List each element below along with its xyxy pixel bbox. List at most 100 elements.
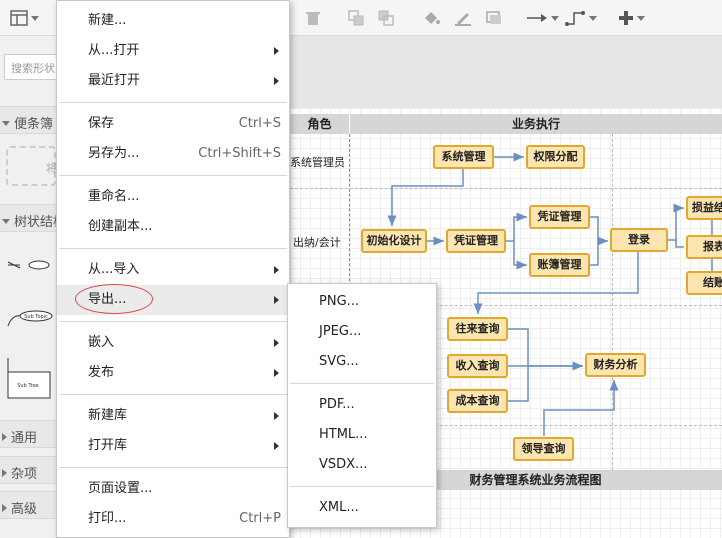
menu-item-embed[interactable]: 嵌入: [57, 328, 289, 358]
menu-separator: [59, 467, 287, 468]
lane-separator-1: [290, 188, 722, 189]
format-panel-button[interactable]: [10, 8, 39, 28]
menu-item-make-copy[interactable]: 创建副本...: [88, 219, 153, 234]
canvas-background: [290, 36, 722, 108]
line-color-button[interactable]: [454, 8, 472, 28]
submenu-arrow-icon: [274, 412, 279, 420]
menu-item-new[interactable]: 新建...: [88, 13, 127, 28]
node-permission-assign[interactable]: 权限分配: [526, 145, 585, 169]
header-business[interactable]: 业务执行: [350, 114, 722, 134]
insert-button[interactable]: [618, 8, 645, 28]
node-close-account[interactable]: 结账: [686, 271, 722, 295]
to-back-icon: [378, 10, 394, 26]
export-highlight-circle: [75, 284, 153, 314]
node-system-management[interactable]: 系统管理: [433, 145, 494, 169]
node-init-design[interactable]: 初始化设计: [361, 229, 427, 253]
section-scratchpad[interactable]: 便条簿: [0, 106, 62, 134]
sub-topic-label: Sub Topic: [24, 314, 48, 320]
export-html[interactable]: HTML...: [319, 427, 368, 442]
menu-item-save-as[interactable]: 另存为...Ctrl+Shift+S: [57, 139, 289, 169]
to-back-button[interactable]: [378, 8, 394, 28]
node-report[interactable]: 报表: [686, 235, 722, 259]
node-ledger-management[interactable]: 账簿管理: [529, 253, 590, 277]
pencil-icon: [455, 13, 471, 26]
print-shortcut: Ctrl+P: [239, 511, 281, 526]
node-profit-loss[interactable]: 损益结转: [686, 196, 722, 220]
node-ar-query[interactable]: 往来查询: [447, 317, 508, 341]
menu-item-open-from[interactable]: 从...打开: [57, 36, 289, 66]
submenu-arrow-icon: [274, 47, 279, 55]
to-front-icon: [348, 10, 364, 26]
tree-shape-1[interactable]: [6, 258, 52, 275]
shapes-sidebar: 搜索形状 便条簿 将 树状结构 Sub Topic Sub Tree 通用 杂项…: [0, 36, 62, 538]
chevron-down-icon: [2, 121, 10, 126]
shadow-icon: [486, 11, 501, 24]
export-xml[interactable]: XML...: [319, 500, 359, 515]
plus-icon: [619, 11, 633, 25]
menu-separator: [59, 102, 287, 103]
menu-item-new-library[interactable]: 新建库: [57, 401, 289, 431]
paint-bucket-icon: [425, 12, 440, 24]
export-pdf[interactable]: PDF...: [319, 397, 355, 412]
node-login[interactable]: 登录: [610, 228, 668, 252]
menu-separator: [59, 248, 287, 249]
menu-item-page-setup[interactable]: 页面设置...: [88, 481, 153, 496]
menu-separator: [290, 383, 434, 384]
submenu-arrow-icon: [274, 369, 279, 377]
role-cashier-label[interactable]: 出纳/会计: [293, 236, 341, 249]
menu-separator: [290, 486, 434, 487]
menu-separator: [59, 394, 287, 395]
to-front-button[interactable]: [348, 8, 364, 28]
menu-item-import-from[interactable]: 从...导入: [57, 255, 289, 285]
menu-item-print[interactable]: 打印...Ctrl+P: [57, 504, 289, 534]
node-income-query[interactable]: 收入查询: [447, 354, 508, 378]
chevron-down-icon: [2, 219, 10, 224]
section-misc[interactable]: 杂项: [0, 456, 62, 484]
node-voucher-management-2[interactable]: 凭证管理: [529, 205, 590, 229]
submenu-arrow-icon: [274, 77, 279, 85]
export-jpeg[interactable]: JPEG...: [319, 324, 362, 339]
scratchpad-drop-area[interactable]: 将: [6, 146, 57, 186]
lane-separator-3: [290, 425, 722, 426]
fill-color-button[interactable]: [422, 8, 440, 28]
menu-item-publish[interactable]: 发布: [57, 358, 289, 388]
section-general[interactable]: 通用: [0, 420, 62, 448]
role-admin-label[interactable]: 系统管理员: [290, 156, 345, 169]
node-leader-query[interactable]: 领导查询: [513, 437, 574, 461]
chevron-right-icon: [2, 504, 7, 512]
export-png[interactable]: PNG...: [319, 294, 360, 309]
save-as-shortcut: Ctrl+Shift+S: [198, 146, 281, 161]
search-input[interactable]: 搜索形状: [4, 54, 60, 80]
tree-shape-sub-topic[interactable]: Sub Topic: [6, 308, 54, 331]
delete-button[interactable]: [306, 8, 320, 28]
menu-separator: [59, 321, 287, 322]
node-finance-analysis[interactable]: 财务分析: [585, 353, 646, 377]
lane-separator-2: [290, 305, 722, 306]
node-voucher-management-1[interactable]: 凭证管理: [446, 229, 506, 253]
shadow-button[interactable]: [486, 8, 502, 28]
sub-tree-label: Sub Tree: [17, 383, 39, 389]
node-cost-query[interactable]: 成本查询: [447, 389, 508, 413]
menu-item-open-recent[interactable]: 最近打开: [57, 66, 289, 96]
export-svg[interactable]: SVG...: [319, 354, 359, 369]
menu-item-open-library[interactable]: 打开库: [57, 431, 289, 461]
panel-icon: [10, 10, 28, 26]
waypoints-button[interactable]: [564, 8, 597, 28]
trash-icon: [306, 12, 320, 25]
section-advanced[interactable]: 高级: [0, 491, 62, 519]
chevron-right-icon: [2, 433, 7, 441]
tree-shape-sub-tree[interactable]: Sub Tree: [6, 356, 52, 403]
export-vsdx[interactable]: VSDX...: [319, 457, 368, 472]
export-submenu: PNG... JPEG... SVG... PDF... HTML... VSD…: [287, 283, 437, 528]
menu-item-rename[interactable]: 重命名...: [88, 189, 140, 204]
connection-style-button[interactable]: [526, 8, 559, 28]
diagram-footer-title[interactable]: 财务管理系统业务流程图: [349, 470, 722, 490]
menu-separator: [59, 175, 287, 176]
section-tree[interactable]: 树状结构: [0, 204, 62, 232]
submenu-arrow-icon: [274, 266, 279, 274]
header-role[interactable]: 角色: [290, 114, 349, 134]
chevron-right-icon: [2, 469, 7, 477]
